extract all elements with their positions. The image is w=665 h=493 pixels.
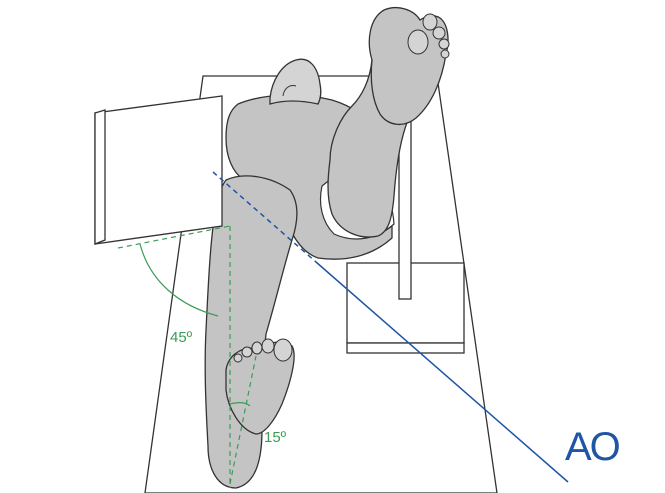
x-ray-plate-front [94, 109, 106, 245]
raised-foot [368, 6, 449, 125]
foot-angle-label: 15º [264, 429, 287, 446]
extended-foot-toe-2 [261, 338, 275, 354]
beam-line-solid [315, 261, 569, 483]
beam-line-dashed [212, 171, 317, 263]
head-ear-detail [282, 85, 297, 97]
extended-leg [204, 175, 298, 489]
x-ray-plate-side [94, 95, 223, 245]
hip-angle-arc [139, 243, 219, 317]
patient-head [269, 58, 322, 105]
extended-foot-toe-4 [241, 346, 253, 358]
hip-reference-line [117, 225, 231, 249]
hip-angle-label: 45º [170, 329, 193, 346]
raised-foot-toe-1 [422, 13, 438, 31]
raised-foot-toe-4 [440, 49, 450, 59]
raised-foot-toe-5 [407, 29, 429, 55]
extended-foot-toe-3 [251, 341, 263, 355]
raised-foot-toe-3 [438, 38, 450, 50]
raised-foot-toe-2 [432, 26, 446, 40]
ao-logo: AO [565, 425, 620, 469]
foot-angle-arc [229, 402, 251, 407]
extended-foot-toe-5 [233, 353, 243, 363]
extended-foot-toe-1 [273, 338, 293, 362]
leg-holder-base-edge [346, 342, 465, 354]
foot-axis-line [229, 355, 257, 485]
